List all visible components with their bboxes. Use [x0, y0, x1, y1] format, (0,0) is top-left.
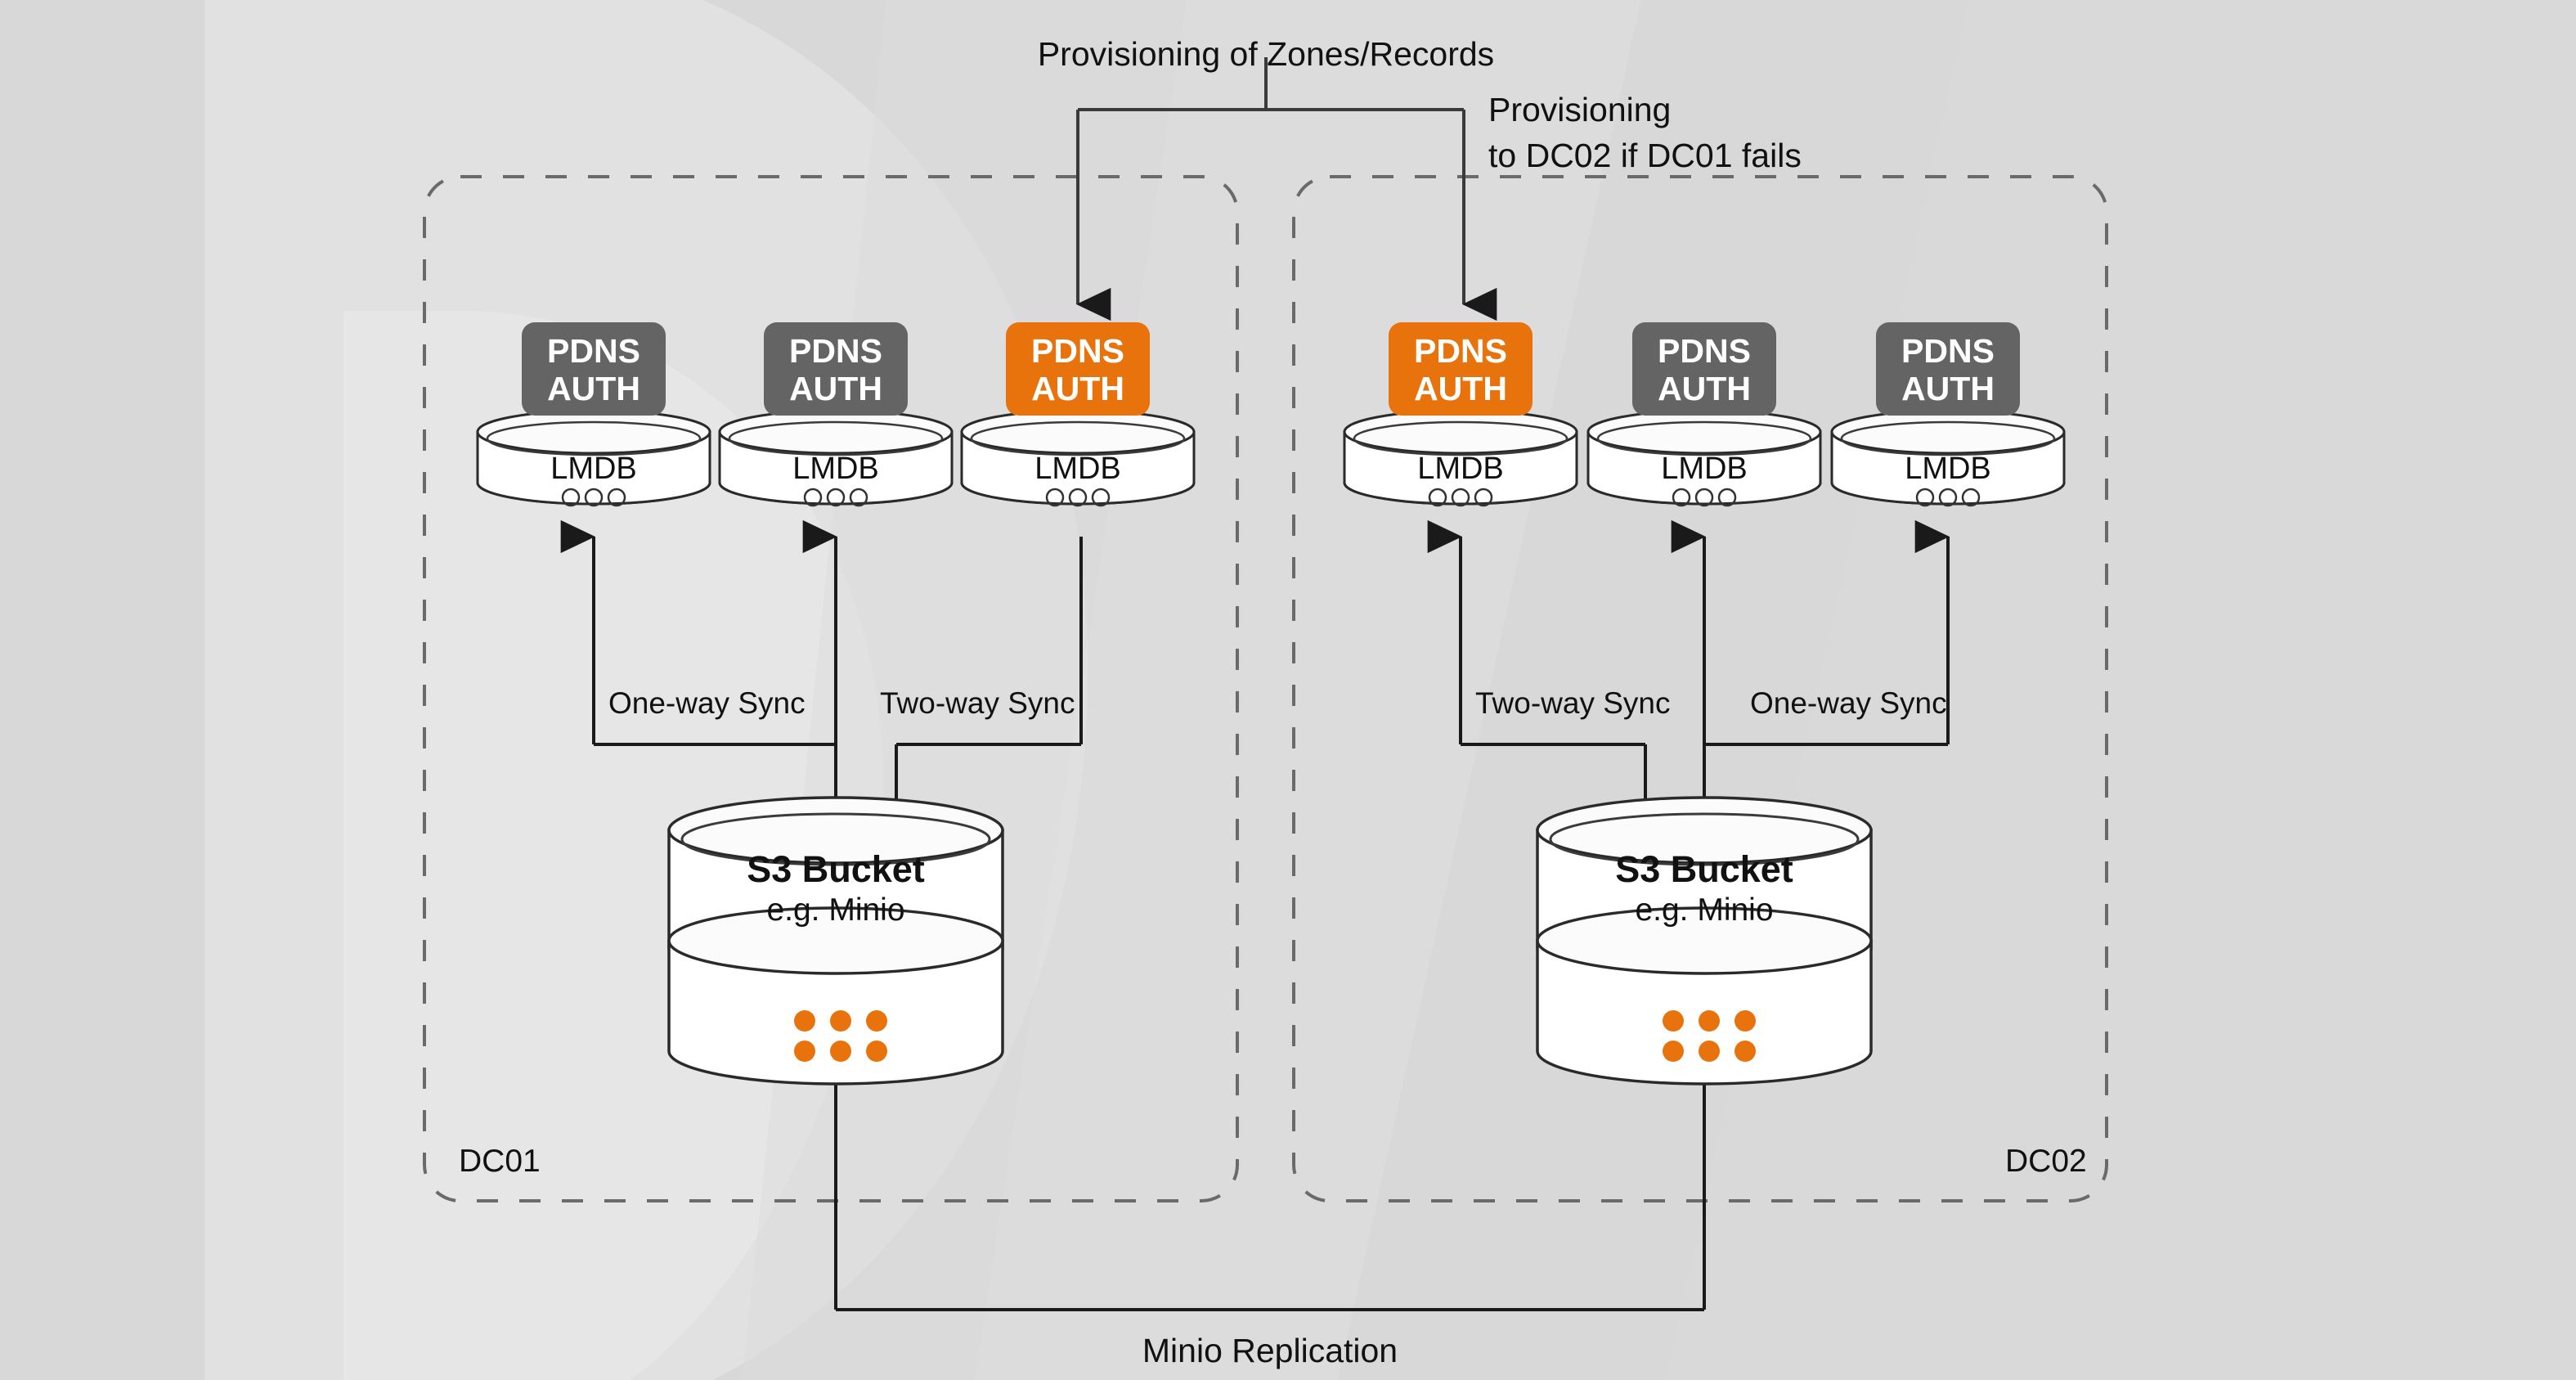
dc01-node-3-badge[interactable] [1006, 322, 1150, 416]
dc02-node-3-title-1: PDNS [1901, 332, 1995, 370]
dc01-node-3-title-2: AUTH [1031, 370, 1124, 407]
provisioning-fallback-label-line1: Provisioning [1488, 91, 1671, 128]
dc02-node-3-title-2: AUTH [1901, 370, 1995, 407]
dc01-node-3-db-label: LMDB [1034, 452, 1121, 486]
dc01-node-1-db-dots [561, 488, 626, 507]
dc02-node-2-db-dots [1672, 488, 1737, 507]
dc01-node-1-title-1: PDNS [547, 332, 640, 370]
dc02-node-2-db-label: LMDB [1661, 452, 1748, 486]
dc02-node-3[interactable]: LMDB PDNS AUTH [1830, 322, 2066, 507]
dc02-node-2-badge[interactable] [1632, 322, 1776, 416]
dc01-bucket-title: S3 Bucket [747, 848, 925, 890]
watermark-logo [204, 0, 2576, 1380]
provisioning-fallback-label-line2: to DC02 if DC01 fails [1488, 137, 1802, 174]
dc02-bucket-title: S3 Bucket [1615, 848, 1793, 890]
dc02-node-1-badge[interactable] [1389, 322, 1533, 416]
dc01-bucket-subtitle: e.g. Minio [766, 892, 904, 928]
dc01-node-2-badge[interactable] [764, 322, 908, 416]
minio-replication-label: Minio Replication [1142, 1332, 1398, 1369]
dc02-node-2-title-1: PDNS [1658, 332, 1751, 370]
dc02-node-3-db-label: LMDB [1905, 452, 1991, 486]
dc01-group: LMDB PDNS AUTH LMDB [459, 322, 1196, 1179]
dc02-node-3-db-dots [1915, 488, 1981, 507]
dc01-sync-connectors [560, 519, 1083, 847]
dc02-label: DC02 [2005, 1144, 2087, 1179]
dc02-sync-connectors [1427, 519, 1950, 847]
dc02-node-1-db-dots [1428, 488, 1493, 507]
dc01-node-2-db-dots [803, 488, 868, 507]
dc02-node-3-badge[interactable] [1876, 322, 2020, 416]
dc01-bucket-dots [794, 1010, 887, 1062]
dc02-group: LMDB PDNS AUTH LMDB [1343, 322, 2087, 1179]
provisioning-connector [1076, 57, 1497, 321]
dc02-boundary [1292, 175, 2108, 1202]
dc01-sync-label-two-way: Two-way Sync [880, 686, 1075, 720]
dc01-sync-label-one-way: One-way Sync [608, 686, 806, 720]
dc02-node-1-db-label: LMDB [1417, 452, 1504, 486]
dc02-sync-label-one-way: One-way Sync [1750, 686, 1947, 720]
dc02-bucket-subtitle: e.g. Minio [1635, 892, 1773, 928]
dc02-bucket-dots [1663, 1010, 1756, 1062]
dc01-node-3-db-dots [1045, 488, 1111, 507]
dc01-node-1-db-label: LMDB [550, 452, 637, 486]
minio-replication-connector [834, 1051, 1706, 1311]
dc01-node-3-title-1: PDNS [1031, 332, 1124, 370]
dc02-sync-label-two-way: Two-way Sync [1475, 686, 1671, 720]
dc02-s3-bucket[interactable]: S3 Bucket e.g. Minio [1536, 796, 1873, 1086]
dc01-node-2-title-1: PDNS [789, 332, 882, 370]
dc01-boundary [423, 175, 1239, 1202]
dc01-node-3[interactable]: LMDB PDNS AUTH [960, 322, 1196, 507]
dc02-node-2-title-2: AUTH [1658, 370, 1751, 407]
dc02-node-2[interactable]: LMDB PDNS AUTH [1586, 322, 1822, 507]
dc01-node-2-title-2: AUTH [789, 370, 882, 407]
dc01-node-2[interactable]: LMDB PDNS AUTH [718, 322, 954, 507]
dc01-node-2-db-label: LMDB [792, 452, 879, 486]
dc01-s3-bucket[interactable]: S3 Bucket e.g. Minio [667, 796, 1004, 1086]
provisioning-main-label: Provisioning of Zones/Records [1038, 35, 1494, 73]
dc02-node-1-title-1: PDNS [1414, 332, 1507, 370]
dc01-node-1[interactable]: LMDB PDNS AUTH [476, 322, 711, 507]
dc02-node-1-title-2: AUTH [1414, 370, 1507, 407]
dc01-node-1-title-2: AUTH [547, 370, 640, 407]
dc02-node-1[interactable]: LMDB PDNS AUTH [1343, 322, 1578, 507]
dc01-node-1-badge[interactable] [522, 322, 666, 416]
dc01-label: DC01 [459, 1144, 541, 1179]
